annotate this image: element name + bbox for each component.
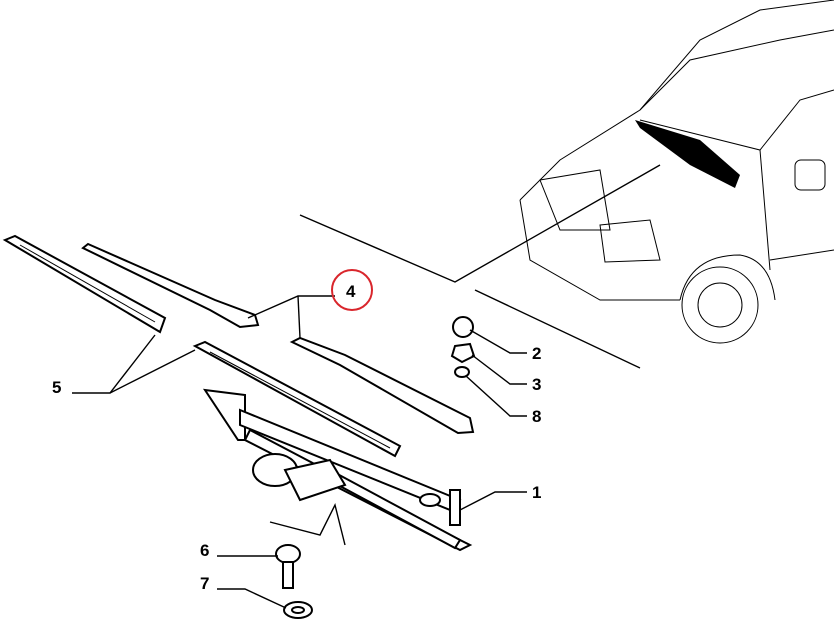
wiper-location-marker xyxy=(635,120,740,188)
bolt-part xyxy=(275,544,301,589)
wiper-blade-left xyxy=(2,234,167,334)
wiper-arm-right xyxy=(289,336,475,435)
callout-4[interactable]: 4 xyxy=(346,282,356,301)
cap-part xyxy=(452,316,474,338)
washer-part xyxy=(283,601,313,619)
callout-3[interactable]: 3 xyxy=(532,375,541,394)
wiper-blade-right xyxy=(192,340,402,458)
callout-5[interactable]: 5 xyxy=(52,378,61,397)
callout-7[interactable]: 7 xyxy=(200,574,209,593)
callout-6[interactable]: 6 xyxy=(200,541,209,560)
callout-2[interactable]: 2 xyxy=(532,344,541,363)
seal-part xyxy=(454,366,470,378)
wiper-arm-left xyxy=(81,242,260,329)
vehicle-illustration xyxy=(519,0,834,344)
callout-1[interactable]: 1 xyxy=(532,483,541,502)
highlight-circle xyxy=(331,269,373,311)
callout-8[interactable]: 8 xyxy=(532,407,541,426)
wiper-linkage-assembly xyxy=(202,388,473,552)
nut-part xyxy=(450,342,476,364)
